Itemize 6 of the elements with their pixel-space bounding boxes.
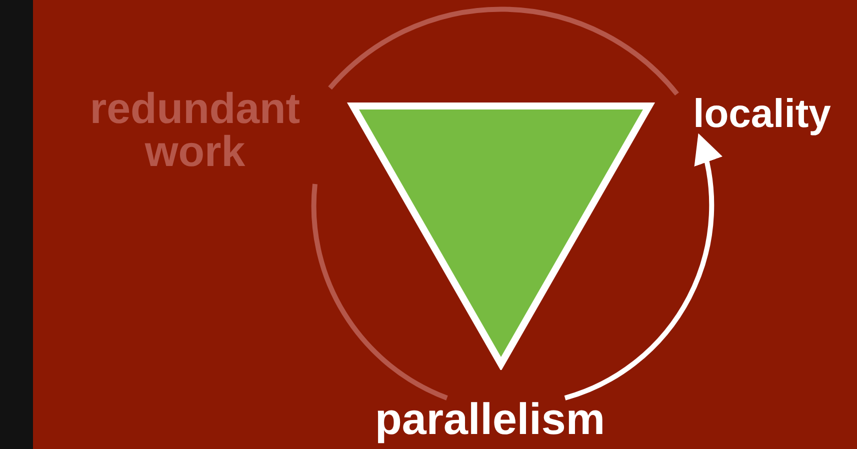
node-label: locality [692, 94, 832, 134]
node-label: parallelism [374, 398, 606, 442]
node-label: redundant work [88, 88, 302, 174]
curved-arrow [564, 133, 722, 400]
arc-line [311, 184, 448, 400]
arc-line [328, 6, 679, 96]
